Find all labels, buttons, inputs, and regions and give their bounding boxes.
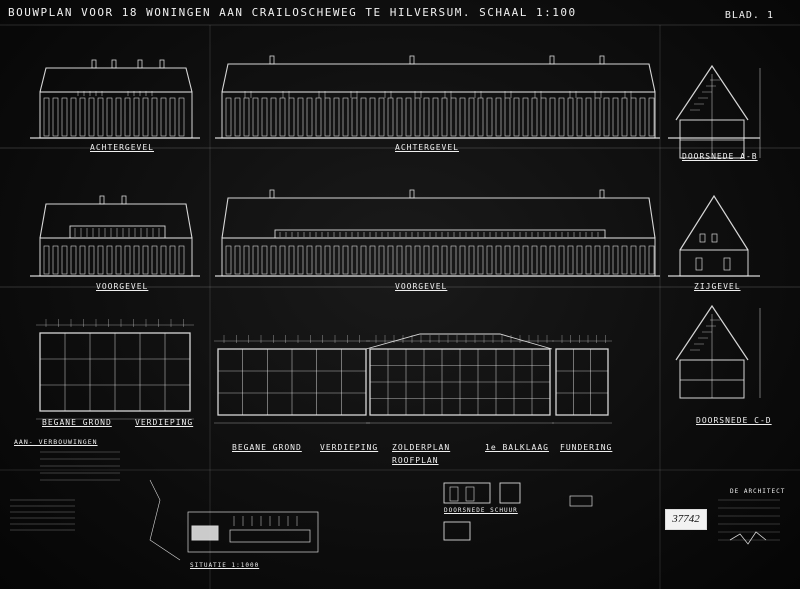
section-cd xyxy=(675,304,761,399)
label-plan-roof: ROOFPLAN xyxy=(392,456,439,465)
label-plan-upper-left: VERDIEPING xyxy=(135,418,194,427)
plan-foundation xyxy=(552,335,612,424)
label-shed-section: DOORSNEDE SCHUUR xyxy=(444,507,518,514)
bottom-details xyxy=(10,451,780,561)
plan-main-ground xyxy=(214,335,370,424)
label-front-elevation-main: VOORGEVEL xyxy=(395,282,448,291)
side-elevation xyxy=(679,194,749,277)
sheet-fold-lines xyxy=(0,24,800,589)
label-plan-ground-left: BEGANE GROND xyxy=(42,418,112,427)
label-rear-elevation-left: ACHTERGEVEL xyxy=(90,143,154,152)
label-plan-foundation: FUNDERING xyxy=(560,443,613,452)
archive-stamp: 37742 xyxy=(665,509,707,530)
label-plan-upper-main: VERDIEPING xyxy=(320,443,379,452)
front-elevation-main xyxy=(221,189,656,277)
section-ab xyxy=(675,64,761,159)
label-section-cd: DOORSNEDE C-D xyxy=(696,416,772,425)
label-side-elevation: ZIJGEVEL xyxy=(694,282,741,291)
label-legend-heading: AAN- VERBOUWINGEN xyxy=(14,438,98,446)
front-elevation-left xyxy=(39,195,193,277)
plan-left xyxy=(36,319,194,420)
rear-elevation-main xyxy=(221,55,656,139)
sheet-number: BLAD. 1 xyxy=(724,10,774,21)
rear-elevation-left xyxy=(39,59,193,139)
plan-main-attic xyxy=(366,335,554,424)
label-plan-beams: 1e BALKLAAG xyxy=(485,443,549,452)
label-site-plan: SITUATIE 1:1000 xyxy=(190,562,260,569)
label-signature-heading: DE ARCHITECT xyxy=(730,488,786,495)
sheet-title: BOUWPLAN VOOR 18 WONINGEN AAN CRAILOSCHE… xyxy=(8,6,577,19)
label-section-ab: DOORSNEDE A-B xyxy=(682,152,758,161)
label-front-elevation-left: VOORGEVEL xyxy=(96,282,149,291)
label-plan-ground-main: BEGANE GROND xyxy=(232,443,302,452)
label-rear-elevation-main: ACHTERGEVEL xyxy=(395,143,459,152)
label-plan-attic: ZOLDERPLAN xyxy=(392,443,451,452)
plan-roof-outline xyxy=(365,333,553,350)
